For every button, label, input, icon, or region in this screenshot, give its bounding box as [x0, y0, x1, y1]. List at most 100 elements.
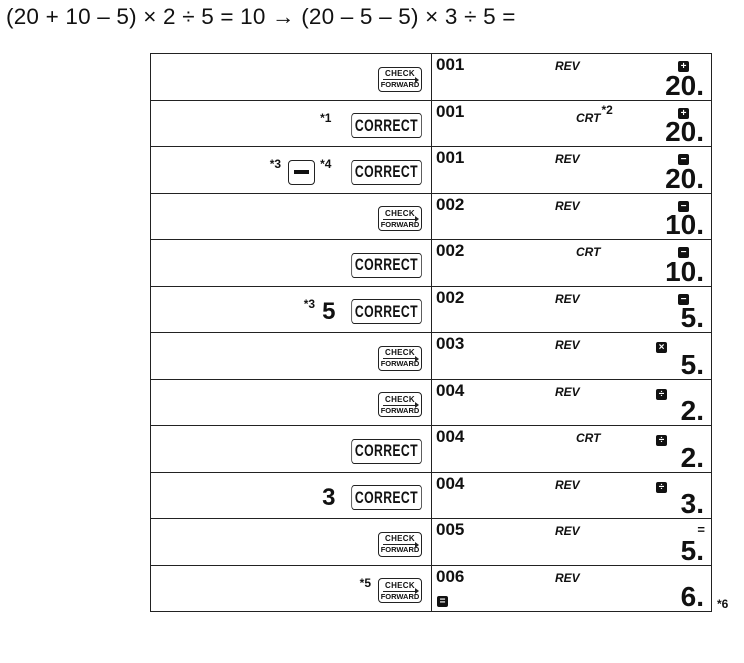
display-value: 5. [680, 534, 704, 566]
formula-title: (20 + 10 – 5) × 2 ÷ 5 = 10 → (20 – 5 – 5… [6, 4, 516, 29]
key-sequence: CHECK FORWARD [378, 66, 422, 92]
mode-indicator: REV [555, 384, 580, 399]
display-value: 2. [680, 395, 704, 426]
mode-indicator: CRT [576, 431, 601, 445]
key-cell: CHECK FORWARD [150, 332, 432, 380]
step-number: 006 [436, 566, 465, 586]
minus-operator-icon: − [678, 247, 689, 258]
table-row: CHECK FORWARD 001 REV + 20. [150, 53, 712, 101]
key-sequence: CHECK FORWARD [378, 345, 422, 371]
key-cell: CHECK FORWARD [150, 53, 432, 101]
mode-indicator: REV [555, 570, 580, 585]
check-forward-key[interactable]: CHECK FORWARD [378, 345, 422, 371]
key-cell: CHECK FORWARD [150, 378, 432, 426]
footnote-marker: *5 [359, 575, 371, 590]
mode-indicator: REV [555, 338, 580, 352]
table-row: *1 CORRECT 001 CRT*2 + 20. [150, 99, 712, 147]
display-value: 5. [680, 302, 704, 333]
key-cell: 3 CORRECT [150, 471, 432, 519]
step-number: 004 [436, 427, 465, 446]
display-value: 2. [680, 441, 704, 473]
display-value: 10. [665, 255, 704, 287]
footnote-marker: *3 [269, 157, 282, 171]
digit-key[interactable]: 5 [322, 298, 336, 325]
key-sequence: CHECK FORWARD [378, 531, 422, 557]
divide-operator-icon: ÷ [656, 435, 667, 446]
mode-indicator: REV [555, 524, 580, 538]
step-number: 002 [436, 194, 465, 214]
key-cell: CHECK FORWARD [150, 518, 432, 566]
key-sequence: CHECK FORWARD [378, 392, 422, 417]
correct-key[interactable]: CORRECT [351, 159, 422, 185]
display-cell: 001 REV − 20. [431, 146, 712, 194]
display-value: 20. [665, 162, 704, 194]
display-value: 10. [665, 209, 704, 240]
table-row: CHECK FORWARD 004 REV ÷ 2. [150, 378, 712, 426]
check-forward-key[interactable]: CHECK FORWARD [378, 206, 422, 231]
mode-indicator: REV [555, 59, 580, 73]
check-forward-key[interactable]: CHECK FORWARD [378, 531, 422, 557]
minus-key[interactable] [288, 159, 316, 185]
step-number: 002 [436, 241, 465, 260]
key-sequence: *3 *4 CORRECT [269, 157, 422, 185]
key-cell: *1 CORRECT [150, 99, 432, 147]
display-cell: 006 REV = 6. [431, 564, 712, 612]
key-sequence: *1 CORRECT [320, 111, 422, 138]
divide-operator-icon: ÷ [656, 388, 667, 400]
display-cell: 004 CRT ÷ 2. [431, 425, 712, 473]
correct-key[interactable]: CORRECT [351, 438, 422, 464]
arrow-icon [383, 355, 419, 362]
step-number: 004 [436, 380, 465, 400]
key-cell: *3 *4 CORRECT [150, 146, 432, 194]
digit-key[interactable]: 3 [322, 484, 336, 511]
display-value: 3. [680, 488, 704, 519]
table-row: CORRECT 004 CRT ÷ 2. [150, 425, 712, 473]
divide-operator-icon: ÷ [656, 481, 667, 493]
step-number: 001 [436, 148, 465, 167]
plus-operator-icon: + [678, 107, 689, 119]
arrow-icon [383, 76, 419, 83]
display-cell: 004 REV ÷ 2. [431, 378, 712, 426]
arrow-icon [383, 588, 419, 594]
mode-indicator: REV [555, 477, 580, 492]
footnote-marker: *4 [320, 157, 332, 171]
key-cell: CORRECT [150, 425, 432, 473]
equals-sign-icon: = [437, 596, 448, 607]
display-value: 20. [665, 69, 704, 101]
display-cell: 003 REV × 5. [431, 332, 712, 380]
table-row: *3 *4 CORRECT 001 REV − 20. [150, 146, 712, 194]
arrow-icon [383, 541, 419, 548]
correct-key[interactable]: CORRECT [351, 485, 422, 510]
key-sequence: CORRECT [338, 438, 422, 464]
equals-operator-icon: = [697, 522, 705, 537]
minus-operator-icon: − [678, 154, 689, 165]
mode-indicator: REV [555, 198, 580, 213]
step-number: 003 [436, 334, 465, 353]
correct-key[interactable]: CORRECT [351, 252, 422, 278]
minus-icon [294, 170, 310, 174]
table-row: *5 CHECK FORWARD 006 REV = 6. [150, 564, 712, 612]
step-number: 004 [436, 473, 465, 493]
correct-key[interactable]: CORRECT [351, 299, 422, 324]
table-row: CORRECT 002 CRT − 10. [150, 239, 712, 287]
step-number: 001 [436, 55, 465, 74]
table-row: 3 CORRECT 004 REV ÷ 3. [150, 471, 712, 519]
arrow-icon [383, 402, 419, 408]
arrow-icon [383, 216, 419, 222]
display-cell: 004 REV ÷ 3. [431, 471, 712, 519]
table-row: CHECK FORWARD 002 REV − 10. [150, 192, 712, 240]
check-forward-key[interactable]: CHECK FORWARD [378, 392, 422, 417]
plus-operator-icon: + [678, 61, 689, 72]
check-forward-key[interactable]: CHECK FORWARD [378, 578, 422, 603]
correct-key[interactable]: CORRECT [351, 113, 422, 138]
mode-indicator: REV [555, 291, 580, 306]
display-value: 20. [665, 116, 704, 147]
minus-operator-icon: − [678, 293, 689, 305]
table-row: *3 5 CORRECT 002 REV − 5. [150, 285, 712, 333]
key-sequence: 3 CORRECT [322, 485, 422, 510]
footnote-marker: *2 [601, 102, 613, 117]
display-cell: 005 REV = 5. [431, 518, 712, 566]
multiply-operator-icon: × [656, 342, 667, 353]
check-forward-key[interactable]: CHECK FORWARD [378, 66, 422, 92]
key-sequence: CHECK FORWARD [378, 206, 422, 231]
